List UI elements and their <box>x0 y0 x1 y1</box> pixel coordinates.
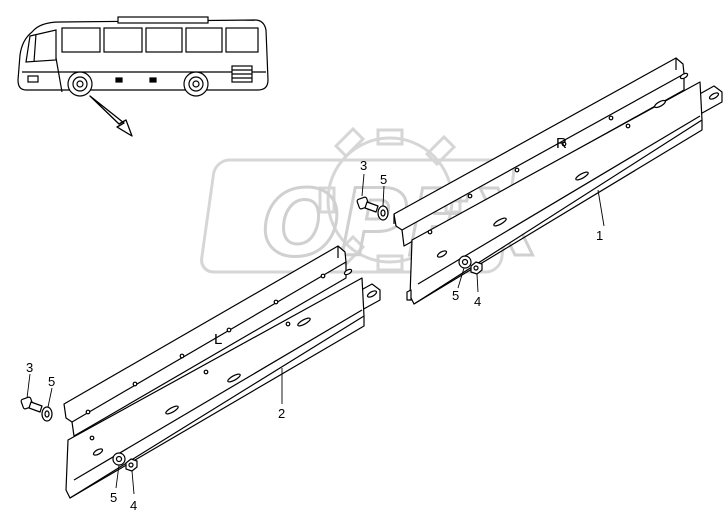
part-label-l-washer-top: 5 <box>48 374 55 389</box>
bolt-l <box>20 396 43 413</box>
nut-r <box>470 261 483 275</box>
part-label-r-bolt: 3 <box>360 158 367 173</box>
part-label-1: 1 <box>596 228 603 243</box>
washer-l-bottom <box>112 452 126 466</box>
part-label-l-nut: 4 <box>130 498 137 513</box>
washer-l-top <box>41 406 53 422</box>
washer-r-bottom <box>458 255 472 269</box>
side-label-left: L <box>214 331 222 348</box>
bus-illustration <box>17 16 269 97</box>
part-label-l-bolt: 3 <box>26 360 33 375</box>
part-label-r-nut: 4 <box>474 294 481 309</box>
bolt-r <box>356 196 379 213</box>
rail-r-front <box>409 81 703 305</box>
rail-l-front <box>65 277 365 499</box>
left-rail-assembly <box>20 245 381 499</box>
part-label-r-washer-bottom: 5 <box>452 288 459 303</box>
side-label-right: R <box>556 135 567 152</box>
part-label-l-washer-bottom: 5 <box>110 490 117 505</box>
leader-lines <box>26 173 605 495</box>
right-rail-assembly <box>356 57 723 305</box>
part-label-r-washer-top: 5 <box>380 172 387 187</box>
nut-l <box>125 458 138 472</box>
part-label-2: 2 <box>278 406 285 421</box>
location-arrow-icon <box>89 95 133 137</box>
washer-r-top <box>377 205 389 221</box>
